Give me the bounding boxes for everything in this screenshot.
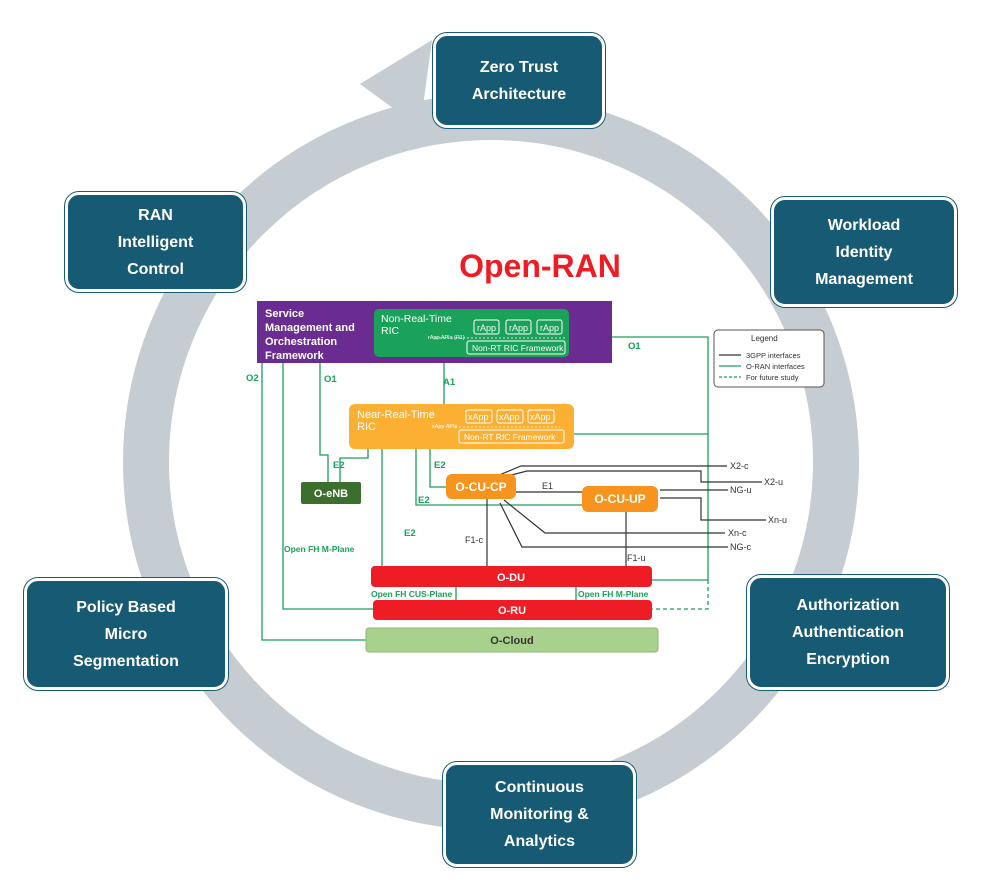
- xapp-box-3: [527, 409, 555, 424]
- rapp-label-3: rApp: [540, 323, 559, 333]
- rapp-api-label: rApp APIs (R1): [428, 335, 465, 341]
- e2-oenb-label: E2: [333, 460, 345, 471]
- ocuup-box: [582, 486, 658, 512]
- oenb-label: O-eNB: [314, 488, 348, 500]
- xapp-box-2: [496, 409, 524, 424]
- non-rt-ric-label-2: RIC: [381, 325, 400, 337]
- a1-label: A1: [443, 377, 456, 388]
- smo-label-2: Management and: [265, 322, 355, 334]
- near-rt-framework-label: Non-RT RIC Framework: [464, 432, 556, 442]
- svg-text:Non-Real-Time RIC: Non-Real-Time RIC: [381, 313, 455, 337]
- svg-text:xApp xApp xApp: xApp xApp xApp: [468, 412, 551, 422]
- rapp-box-3: [536, 319, 563, 335]
- pillar-continuous-monitoring: Continuous Monitoring & Analytics: [443, 762, 636, 867]
- odu-box: [371, 566, 652, 587]
- near-rt-ric-box: [349, 404, 574, 449]
- e1-label: E1: [542, 481, 553, 491]
- legend-box: [713, 329, 825, 388]
- fh-m-left-label: Open FH M-Plane: [284, 544, 355, 554]
- oran-interface-lines: [261, 336, 709, 641]
- legend-item-1: 3GPP interfaces: [746, 351, 801, 360]
- pillar-zero-trust: Zero Trust Architecture: [433, 33, 605, 128]
- rapp-box-1: [473, 319, 500, 335]
- smo-label-4: Framework: [265, 350, 325, 362]
- svg-text:Service Management and: Service Management and Orchestration Fra…: [265, 308, 358, 362]
- ocloud-label: O-Cloud: [490, 635, 533, 647]
- non-rt-framework-box: [466, 340, 566, 355]
- xnu-label: Xn-u: [768, 515, 787, 525]
- svg-text:3GPP interfaces O-RAN inte: 3GPP interfaces O-RAN interfaces For fut…: [746, 351, 807, 382]
- rapp-box-2: [505, 319, 532, 335]
- diagram-title: Open-RAN: [459, 248, 621, 284]
- x2c-label: X2-c: [730, 461, 749, 471]
- rapp-label-2: rApp: [509, 323, 528, 333]
- oru-label: O-RU: [498, 605, 526, 617]
- o1-left-label: O1: [324, 374, 337, 385]
- near-rt-ric-label-2: RIC: [357, 421, 376, 433]
- svg-text:rApp rApp rApp: rApp rApp rApp: [477, 323, 559, 333]
- non-rt-ric-box: [374, 309, 569, 357]
- ocloud-box: [365, 627, 659, 653]
- o1-top-label: O1: [628, 341, 641, 352]
- oenb-box: [301, 482, 361, 504]
- xapp-api-label: xApp APIs: [432, 424, 458, 430]
- non-rt-ric-label-1: Non-Real-Time: [381, 313, 452, 325]
- rapp-label-1: rApp: [477, 323, 496, 333]
- near-rt-ric-label-1: Near-Real-Time: [357, 409, 435, 421]
- pillar-authorization: Authorization Authentication Encryption: [747, 575, 949, 690]
- ocucp-label: O-CU-CP: [455, 480, 506, 494]
- legend-item-2: O-RAN interfaces: [746, 362, 805, 371]
- f1c-label: F1-c: [465, 535, 484, 545]
- oru-box: [373, 600, 652, 620]
- fh-cus-label: Open FH CUS-Plane: [371, 589, 453, 599]
- svg-text:Near-Real-Time RIC: Near-Real-Time RIC: [357, 409, 438, 433]
- fh-m-right-label: Open FH M-Plane: [578, 589, 649, 599]
- ocucp-box: [446, 474, 516, 499]
- pillar-ran-control: RAN Intelligent Control: [65, 192, 246, 292]
- xapp-box-1: [465, 409, 493, 424]
- ocuup-label: O-CU-UP: [594, 492, 645, 506]
- smo-label-3: Orchestration: [265, 336, 337, 348]
- xapp-label-3: xApp: [530, 412, 551, 422]
- x2u-label: X2-u: [764, 477, 783, 487]
- e2-cucp-label: E2: [434, 460, 446, 471]
- near-rt-framework-box: [458, 429, 565, 444]
- e2-du-label: E2: [404, 528, 416, 539]
- odu-label: O-DU: [497, 572, 525, 584]
- o2-label: O2: [246, 373, 259, 384]
- xapp-label-2: xApp: [499, 412, 520, 422]
- pillar-workload-identity: Workload Identity Management: [771, 197, 957, 307]
- f1u-label: F1-u: [627, 553, 646, 563]
- 3gpp-interface-lines: [486, 465, 766, 566]
- non-rt-framework-label: Non-RT RIC Framework: [472, 343, 564, 353]
- xnc-label: Xn-c: [728, 528, 747, 538]
- smo-label-1: Service: [265, 308, 304, 320]
- legend-title: Legend: [751, 334, 778, 343]
- cycle-arrowhead: [360, 40, 432, 128]
- ngc-label: NG-c: [730, 542, 751, 552]
- xapp-label-1: xApp: [468, 412, 489, 422]
- ngu-label: NG-u: [730, 485, 752, 495]
- pillar-policy-segmentation: Policy Based Micro Segmentation: [24, 578, 228, 690]
- e2-cuup-label: E2: [418, 495, 430, 506]
- legend-item-3: For future study: [746, 373, 799, 382]
